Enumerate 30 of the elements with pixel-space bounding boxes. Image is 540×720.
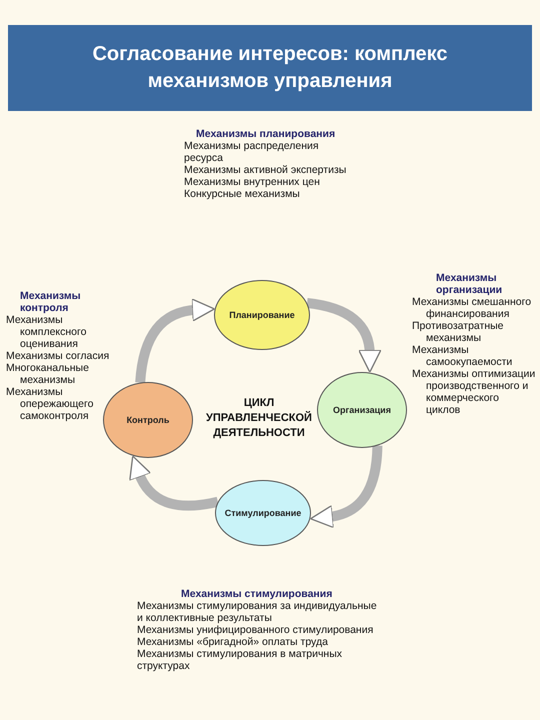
list-item: Механизмы согласия [6, 350, 110, 362]
list-item: Механизмы комплексного оценивания [6, 314, 88, 350]
list-item: Противозатратные механизмы [412, 320, 505, 344]
curved-arrow [130, 456, 219, 511]
node-label: Организация [333, 405, 391, 415]
center-caption: ЦИКЛ УПРАВЛЕНЧЕСКОЙ ДЕЯТЕЛЬНОСТИ [205, 396, 313, 441]
section-heading: Механизмы контроля [19, 290, 82, 314]
list-item: Механизмы «бригадной» оплаты труда [137, 636, 328, 648]
list-item: Механизмы унифицированного стимулирования [137, 624, 374, 636]
node-label: Контроль [126, 415, 170, 425]
node-label: Планирование [229, 310, 295, 320]
list-item: Механизмы опережающего самоконтроля [6, 386, 94, 422]
list-item: Конкурсные механизмы [184, 188, 300, 200]
list-item: Механизмы активной экспертизы [184, 164, 346, 176]
curved-arrow [310, 446, 382, 528]
curved-arrow [135, 298, 215, 384]
list-item: Механизмы стимулирования в матричных структурах [137, 648, 344, 672]
list-item: Механизмы смешанного финансирования [412, 296, 532, 320]
section-heading: Механизмы стимулирования [180, 588, 332, 600]
list-item: Механизмы самоокупаемости [412, 344, 514, 368]
list-item: Механизмы оптимизации производственного и коммерческого циклов [412, 368, 536, 416]
title-banner: Согласование интересов: комплекс механизмов управления [8, 25, 532, 111]
list-item: Механизмы внутренних цен [184, 176, 320, 188]
list-item: Многоканальные механизмы [6, 362, 90, 386]
list-item: Механизмы распределения ресурса [184, 140, 320, 164]
list-item: Механизмы стимулирования за индивидуальные и коллективные результаты [137, 600, 377, 624]
section-heading: Механизмы организации [435, 272, 504, 296]
curved-arrow [306, 298, 382, 373]
section-heading: Механизмы планирования [195, 128, 336, 140]
node-label: Стимулирование [224, 508, 302, 518]
